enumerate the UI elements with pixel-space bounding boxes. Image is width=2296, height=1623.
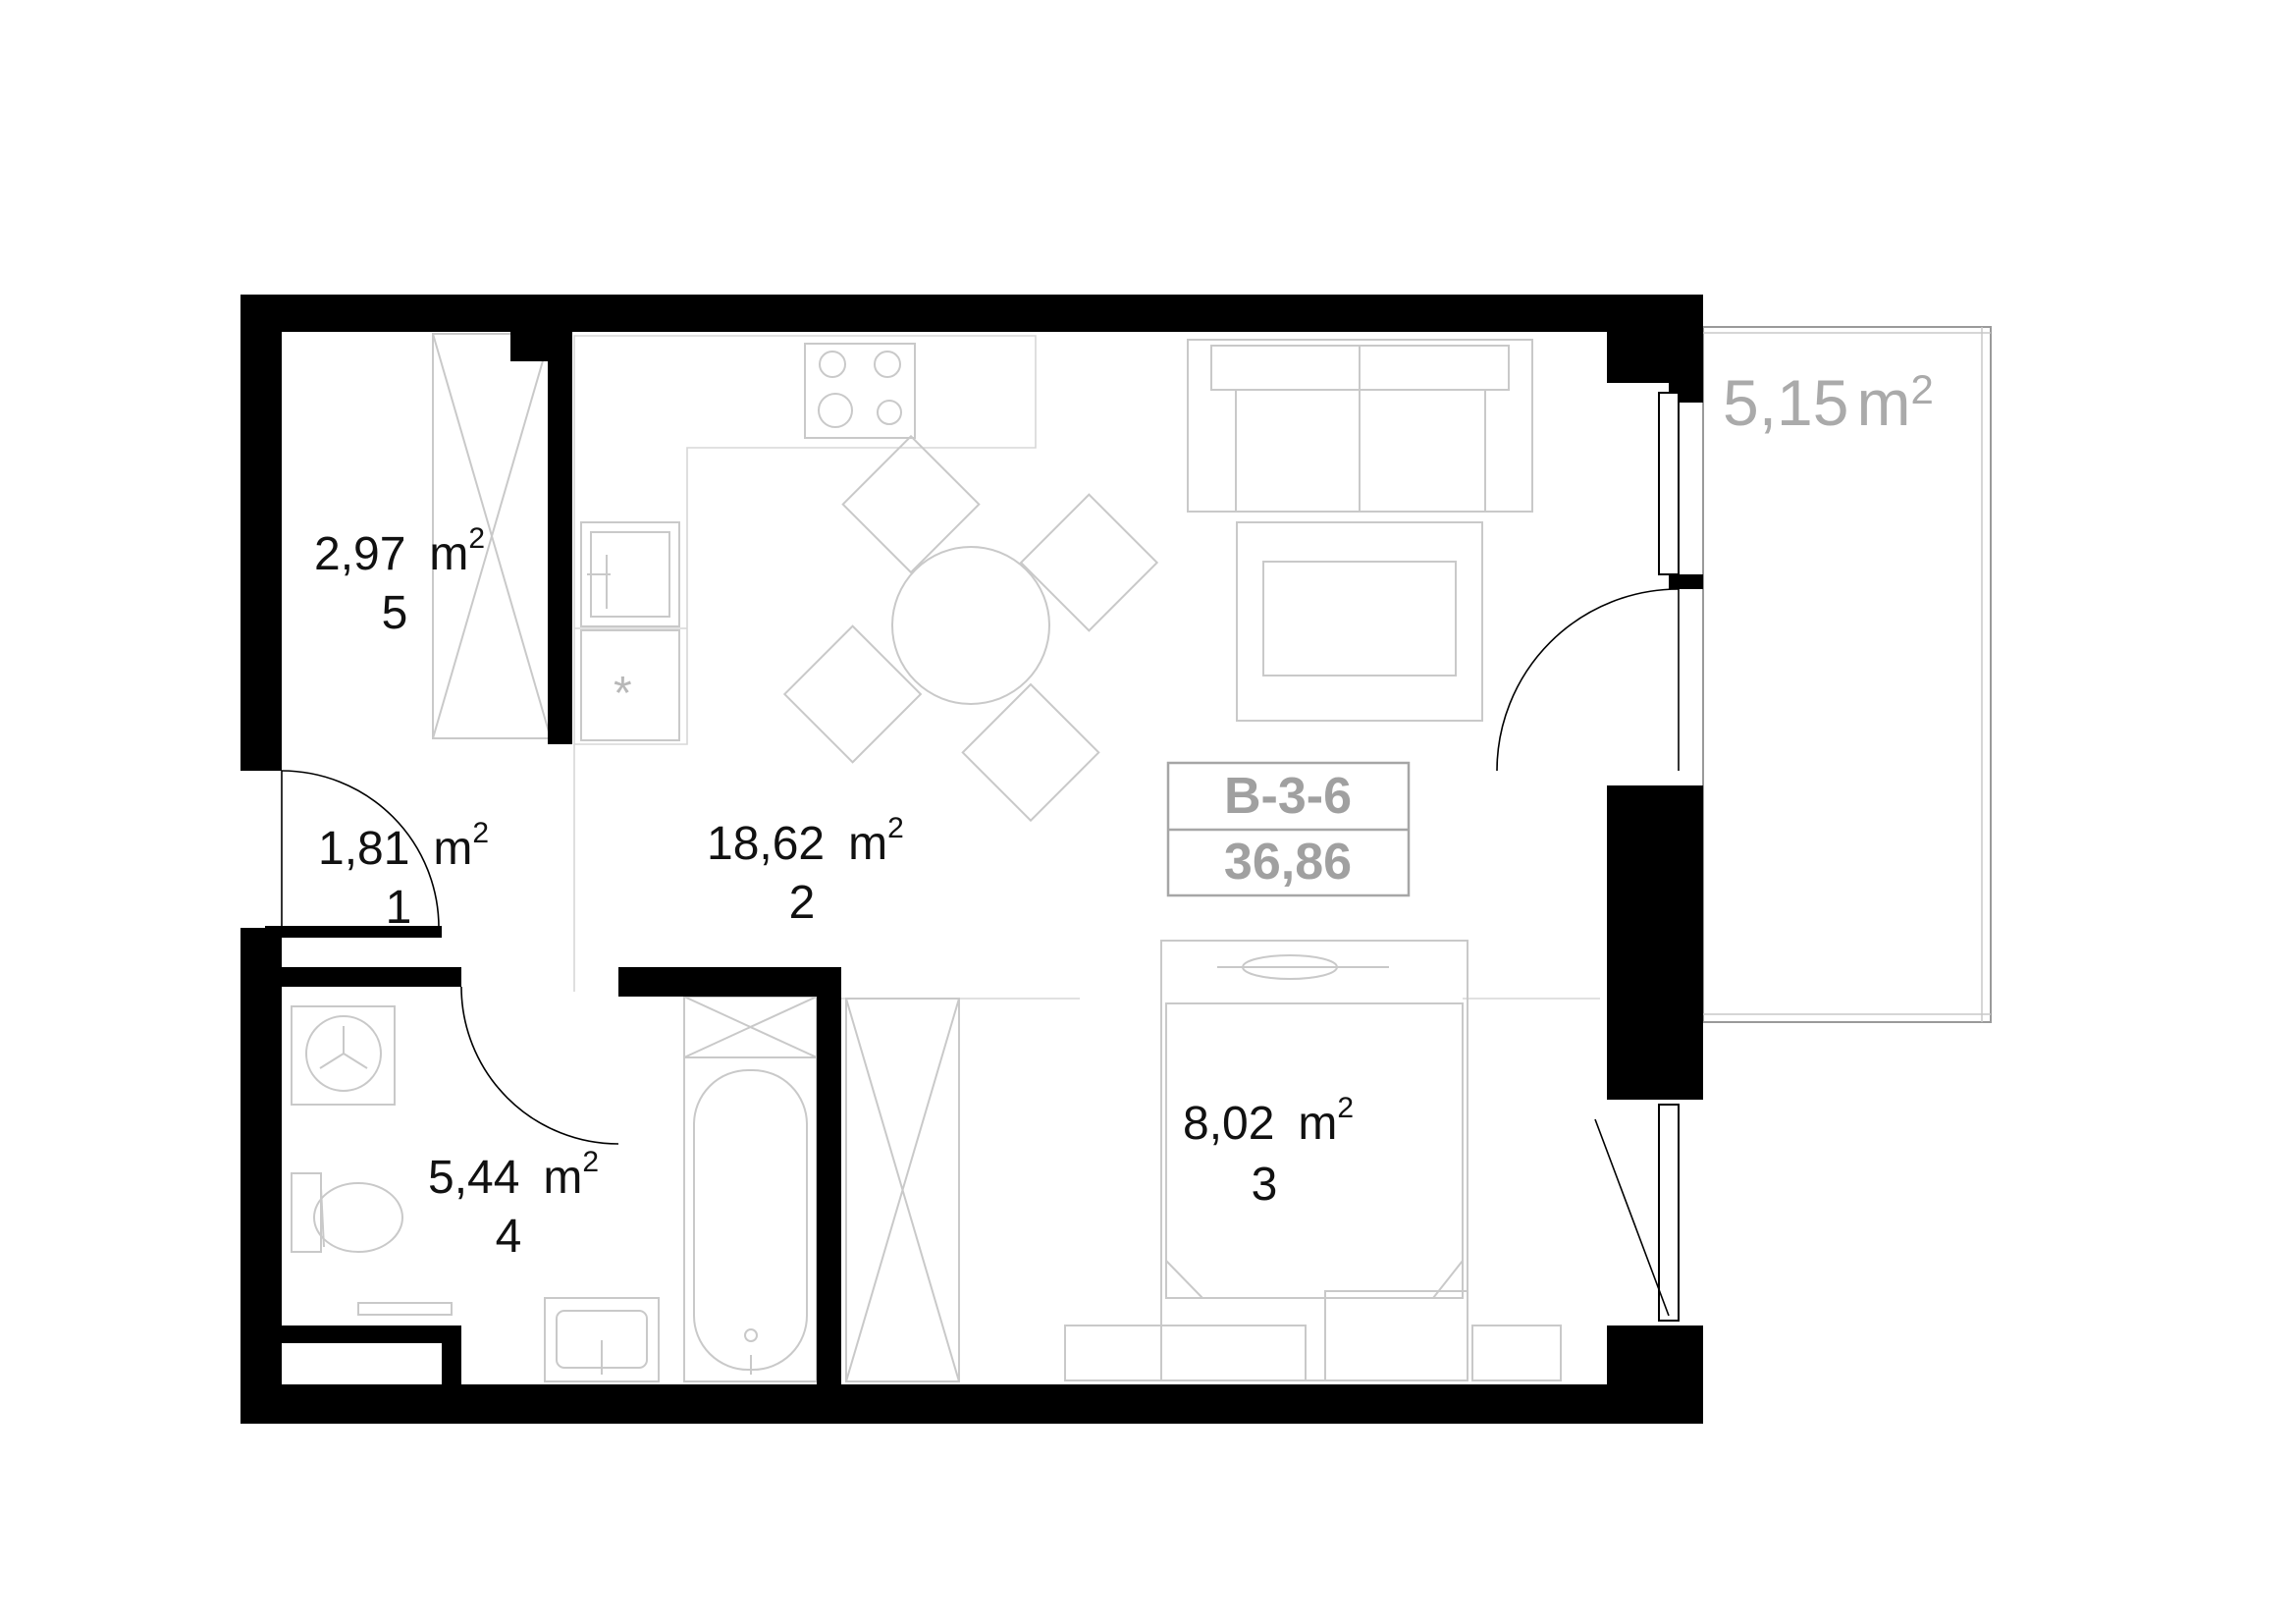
fridge-icon: * [580, 629, 680, 741]
toilet-icon [291, 1172, 403, 1253]
furniture: * [291, 333, 1600, 1382]
room-4-number: 4 [496, 1211, 522, 1263]
sofa-icon [1187, 339, 1533, 513]
stove-icon [804, 343, 916, 439]
room-5-number: 5 [382, 587, 408, 639]
washing-machine-icon [291, 1005, 396, 1106]
washbasin-icon [544, 1297, 660, 1382]
dining-table-icon [782, 434, 1159, 823]
unit-total-area: 36,86 [1224, 834, 1352, 891]
room-1-number: 1 [386, 882, 412, 934]
unit-code: B-3-6 [1224, 768, 1352, 825]
unit-label: B-3-6 36,86 [1166, 761, 1411, 897]
wardrobe-icon [845, 998, 960, 1382]
bathtub-icon [683, 996, 818, 1382]
bed-icon [1064, 940, 1562, 1381]
kitchen-sink-icon [580, 521, 680, 627]
windows [1658, 392, 1680, 1322]
coffee-table-icon [1236, 521, 1483, 722]
walls [240, 295, 1703, 1424]
svg-text:*: * [614, 668, 632, 720]
room-3-number: 3 [1252, 1159, 1278, 1211]
room-2-number: 2 [789, 877, 816, 929]
doors [281, 588, 1680, 1317]
